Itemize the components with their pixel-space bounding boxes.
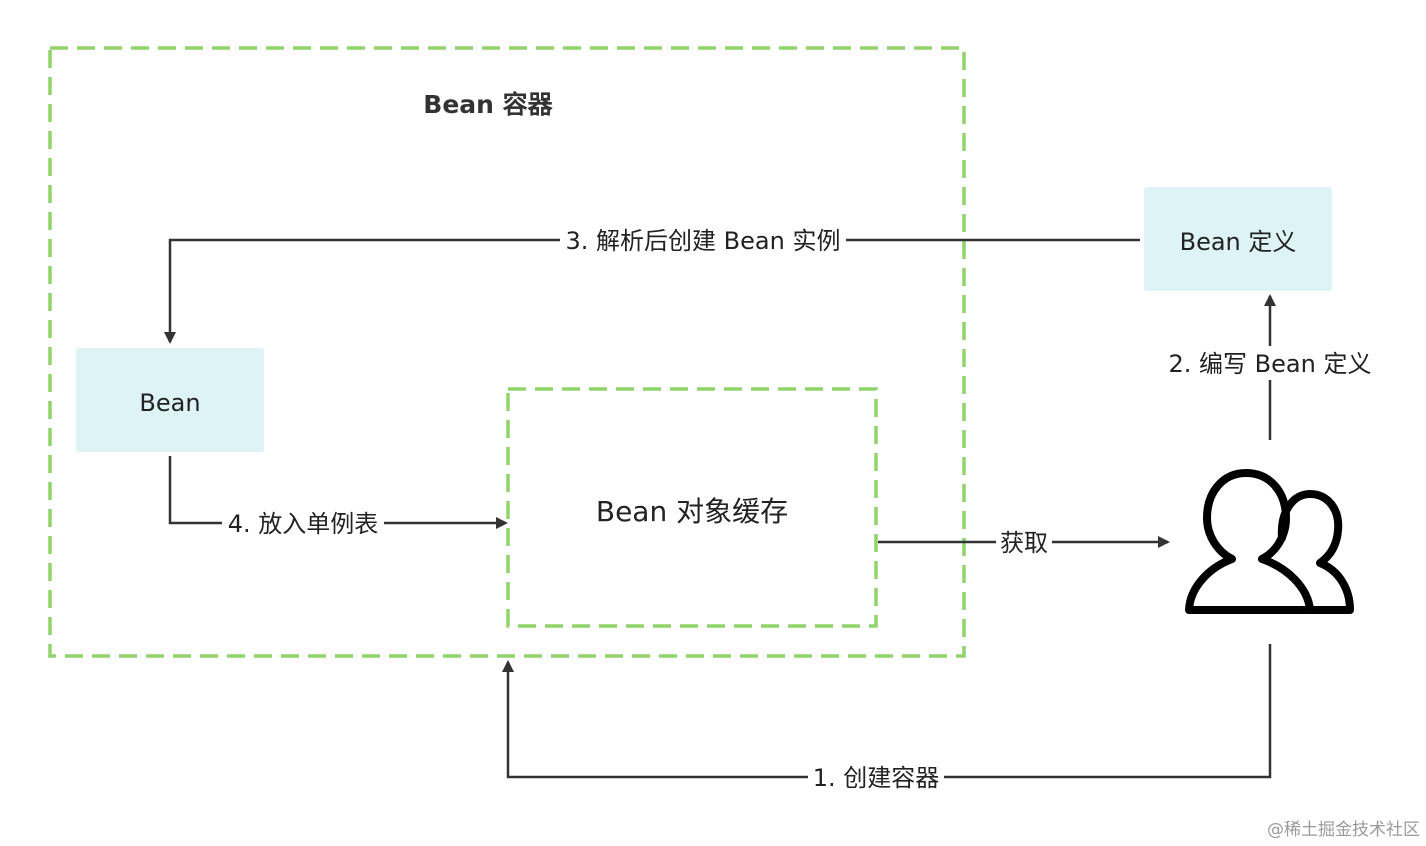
- edge-parse-create-label: 3. 解析后创建 Bean 实例: [566, 227, 841, 255]
- edge-put-singleton: [168, 456, 508, 529]
- bean-node: [76, 348, 264, 452]
- edge-create-container-label: 1. 创建容器: [813, 764, 940, 792]
- bean-container-border: [48, 46, 966, 658]
- edge-label-bg: [222, 507, 384, 539]
- cache-label: Bean 对象缓存: [596, 495, 788, 528]
- edge-label-bg: [560, 224, 846, 256]
- edge-create-container: [502, 644, 1272, 779]
- edge-label-bg: [996, 526, 1052, 558]
- bean-definition-label: Bean 定义: [1180, 228, 1297, 256]
- edge-label-bg: [1166, 346, 1374, 380]
- edge-fetch-label: 获取: [1000, 529, 1048, 557]
- edge-label-bg: [808, 761, 944, 793]
- bean-node-label: Bean: [139, 389, 200, 417]
- edge-write-definition-label: 2. 编写 Bean 定义: [1169, 350, 1372, 378]
- container-title: Bean 容器: [423, 90, 553, 119]
- cache-box-border: [506, 387, 878, 628]
- users-icon: [1185, 469, 1354, 614]
- watermark: @稀土掘金技术社区: [1267, 820, 1420, 840]
- edge-put-singleton-label: 4. 放入单例表: [228, 510, 379, 538]
- bean-definition-node: [1144, 187, 1332, 291]
